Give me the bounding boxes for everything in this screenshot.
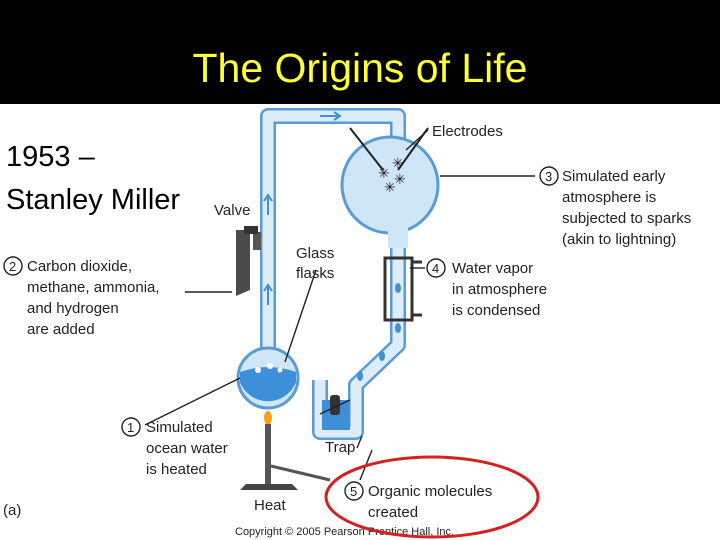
step-1-number: 1: [127, 420, 134, 435]
step-4-line-1: Water vapor: [452, 260, 533, 277]
electrodes-label: Electrodes: [432, 123, 503, 140]
step-4-line-3: is condensed: [452, 302, 540, 319]
condenser: [357, 256, 422, 381]
trap-label: Trap: [325, 439, 355, 456]
highlight-circle: [324, 455, 540, 539]
glass-flasks-label-2: flasks: [296, 265, 334, 282]
electrode-flask: ✳ ✳ ✳ ✳: [340, 127, 440, 248]
step-2-line-1: Carbon dioxide,: [27, 258, 132, 275]
step-2: 2 Carbon dioxide, methane, ammonia, and …: [3, 256, 160, 338]
step-4: 4 Water vapor in atmosphere is condensed: [426, 258, 547, 319]
step-4-number: 4: [432, 261, 439, 276]
spark-icon: ✳: [394, 171, 406, 187]
spark-icon: ✳: [384, 179, 396, 195]
step-2-number: 2: [9, 259, 16, 274]
step-5-line-1: Organic molecules: [368, 483, 492, 500]
step-1: 1 Simulated ocean water is heated: [121, 417, 228, 478]
glass-flasks-label-1: Glass: [296, 245, 334, 262]
heat-label: Heat: [254, 497, 287, 514]
step-3: 3 Simulated early atmosphere is subjecte…: [539, 166, 691, 248]
step-1-line-2: ocean water: [146, 440, 228, 457]
step-3-number: 3: [545, 169, 552, 184]
step-5-line-2: created: [368, 504, 418, 521]
title-bar: [0, 0, 720, 104]
spark-icon: ✳: [392, 155, 404, 171]
step-4-line-2: in atmosphere: [452, 281, 547, 298]
step-3-line-4: (akin to lightning): [562, 231, 676, 248]
panel-label: (a): [3, 502, 21, 519]
burner-icon: [240, 411, 331, 490]
boiling-flask: [236, 346, 300, 410]
step-1-line-3: is heated: [146, 461, 207, 478]
valve-label: Valve: [214, 202, 250, 219]
step-5: 5 Organic molecules created: [344, 481, 492, 521]
step-1-line-1: Simulated: [146, 419, 213, 436]
step-3-line-3: subjected to sparks: [562, 210, 691, 227]
step-3-line-2: atmosphere is: [562, 189, 656, 206]
valve-icon: [236, 226, 261, 296]
step-3-line-1: Simulated early: [562, 168, 666, 185]
step-2-line-2: methane, ammonia,: [27, 279, 160, 296]
step-2-line-4: are added: [27, 321, 95, 338]
step-2-line-3: and hydrogen: [27, 300, 119, 317]
step-5-number: 5: [350, 484, 357, 499]
trap: [322, 395, 350, 430]
subtitle-scientist: Stanley Miller: [6, 184, 181, 216]
slide-title: The Origins of Life: [192, 45, 528, 91]
spark-icon: ✳: [378, 165, 390, 181]
subtitle-year: 1953 –: [6, 141, 95, 173]
